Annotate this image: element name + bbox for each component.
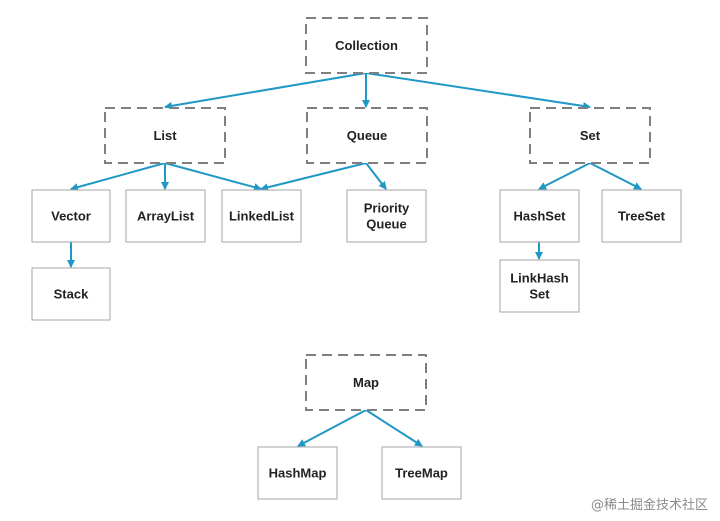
node-label-queue: Queue [347, 128, 387, 143]
node-treemap: TreeMap [381, 446, 462, 500]
node-label-map: Map [353, 375, 379, 390]
edge-collection-to-list [164, 72, 367, 110]
node-box-stack [31, 267, 111, 321]
node-label-linkhashset-line-1: LinkHash [510, 271, 569, 286]
node-label-hashset: HashSet [513, 209, 566, 224]
node-box-set [529, 107, 651, 164]
node-map: Map [305, 354, 427, 411]
node-label-list: List [153, 128, 177, 143]
node-label-treemap: TreeMap [395, 466, 448, 481]
node-box-collection [305, 17, 428, 74]
node-label-stack: Stack [54, 287, 89, 302]
edge-queue-to-priorityqueue [365, 162, 387, 190]
node-box-treemap [381, 446, 462, 500]
node-box-vector [31, 189, 111, 243]
node-box-map [305, 354, 427, 411]
node-linkedlist: LinkedList [221, 189, 302, 243]
node-box-linkedlist [221, 189, 302, 243]
node-label-arraylist: ArrayList [137, 209, 195, 224]
node-hashset: HashSet [499, 189, 580, 243]
node-label-linkhashset-line-2: Set [529, 287, 550, 302]
node-label-collection: Collection [335, 38, 398, 53]
edge-list-to-vector [70, 162, 166, 191]
edge-list-to-linkedlist [164, 162, 262, 192]
node-arraylist: ArrayList [125, 189, 206, 243]
edge-collection-to-set [365, 72, 591, 110]
node-label-set: Set [580, 128, 601, 143]
edge-map-to-treemap [365, 409, 423, 447]
node-box-linkhashset [499, 259, 580, 313]
edge-map-to-hashmap [297, 409, 367, 447]
node-label-priorityqueue-line-1: Priority [364, 201, 410, 216]
watermark-text: @稀土掘金技术社区 [590, 498, 708, 513]
edge-set-to-hashset [538, 162, 591, 190]
node-vector: Vector [31, 189, 111, 243]
node-label-priorityqueue-line-2: Queue [366, 217, 406, 232]
node-queue: Queue [306, 107, 428, 164]
edge-set-to-treeset [589, 162, 642, 190]
edges-layer [67, 72, 642, 447]
node-box-queue [306, 107, 428, 164]
node-stack: Stack [31, 267, 111, 321]
node-box-hashset [499, 189, 580, 243]
node-box-hashmap [257, 446, 338, 500]
node-treeset: TreeSet [601, 189, 682, 243]
node-box-priorityqueue [346, 189, 427, 243]
edge-queue-to-linkedlist [260, 162, 367, 192]
node-box-arraylist [125, 189, 206, 243]
node-hashmap: HashMap [257, 446, 338, 500]
node-list: List [104, 107, 226, 164]
node-label-linkedlist: LinkedList [229, 209, 295, 224]
node-label-vector: Vector [51, 209, 91, 224]
node-set: Set [529, 107, 651, 164]
node-box-treeset [601, 189, 682, 243]
node-collection: Collection [305, 17, 428, 74]
node-box-list [104, 107, 226, 164]
node-label-hashmap: HashMap [269, 466, 327, 481]
node-label-treeset: TreeSet [618, 209, 666, 224]
